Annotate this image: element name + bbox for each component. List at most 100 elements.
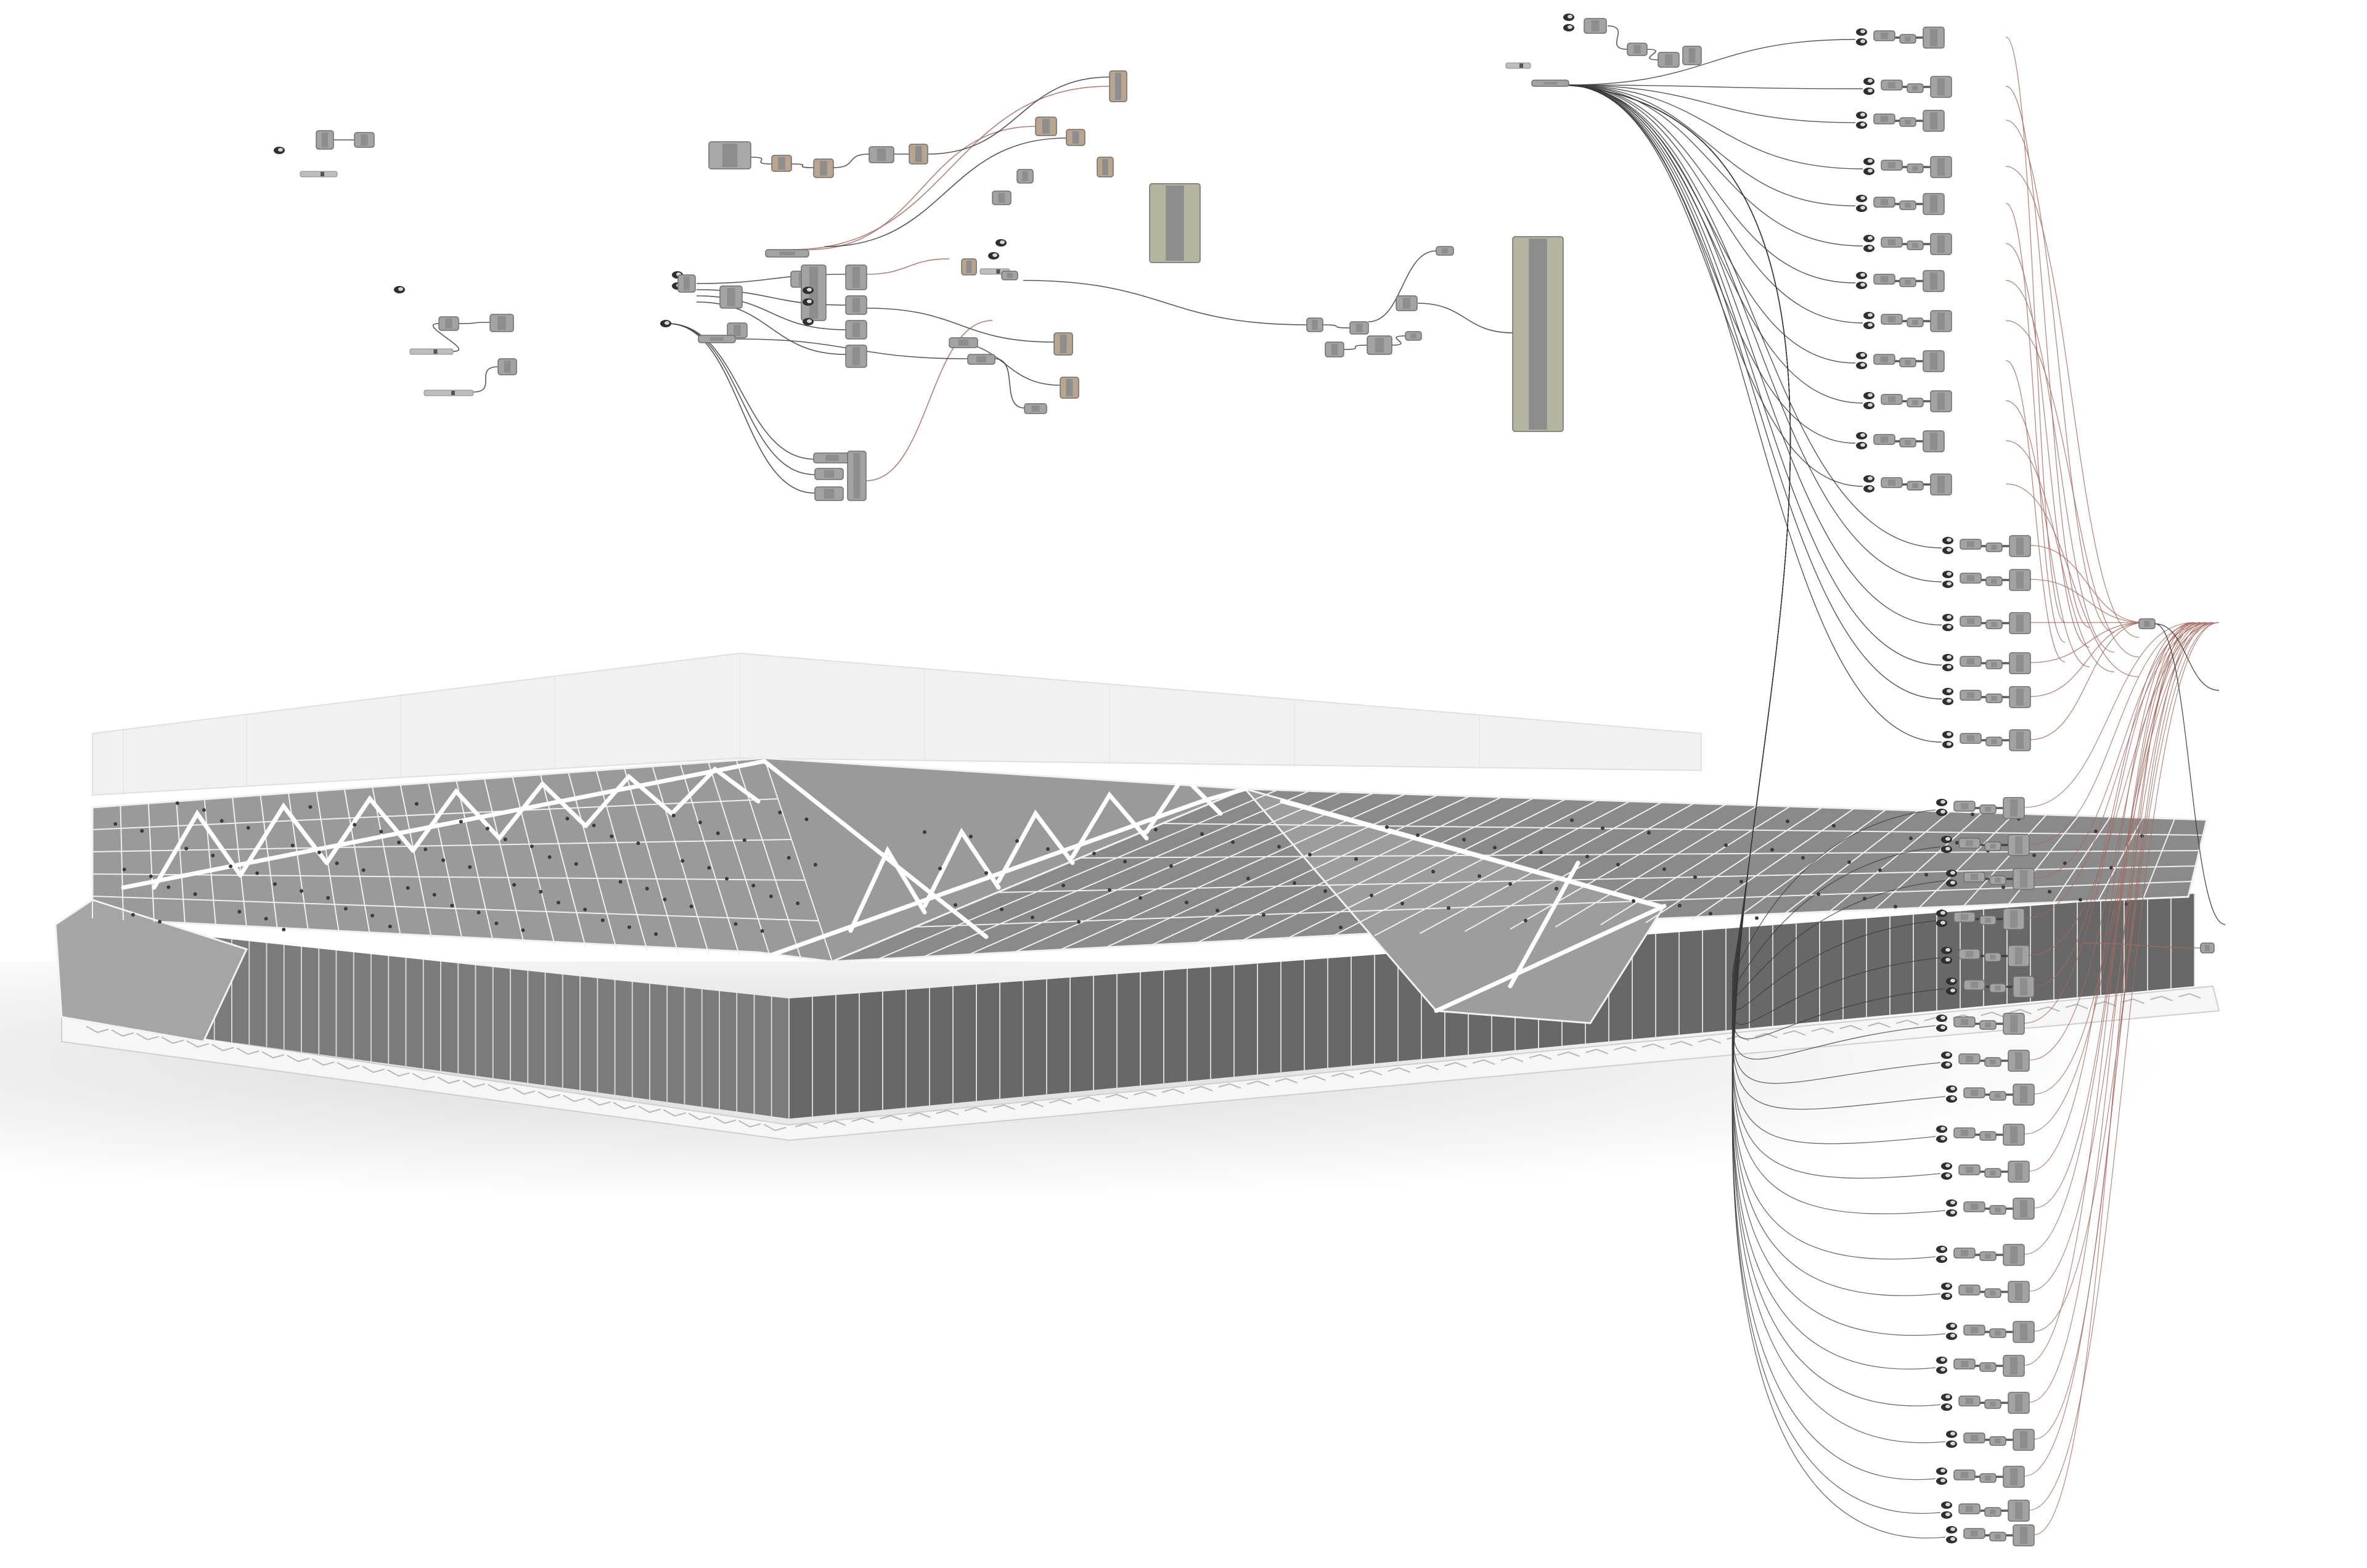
component-node[interactable]: [1984, 1399, 2001, 1409]
param-bulb[interactable]: [1942, 547, 1953, 554]
param-bulb[interactable]: [1863, 392, 1874, 399]
component-node[interactable]: [1963, 1087, 1985, 1098]
component-node[interactable]: [2013, 868, 2035, 890]
component-node[interactable]: [1963, 872, 1985, 883]
param-bulb[interactable]: [1941, 1501, 1952, 1509]
param-bulb[interactable]: [803, 318, 814, 325]
component-node[interactable]: [1881, 314, 1903, 325]
param-bulb[interactable]: [1863, 312, 1874, 319]
param-bulb[interactable]: [1946, 870, 1957, 877]
param-bulb[interactable]: [1563, 24, 1574, 31]
param-bulb[interactable]: [1942, 688, 1953, 695]
param-bulb[interactable]: [1856, 195, 1867, 202]
param-bulb[interactable]: [1863, 88, 1874, 95]
component-node[interactable]: [1963, 979, 1985, 990]
component-node[interactable]: [1989, 1436, 2006, 1446]
slider-track[interactable]: [409, 348, 454, 355]
param-bulb[interactable]: [1936, 920, 1947, 927]
component-node[interactable]: [814, 468, 844, 480]
param-bulb[interactable]: [1863, 78, 1874, 85]
param-bulb[interactable]: [1936, 910, 1947, 917]
component-node[interactable]: [2003, 1244, 2025, 1266]
param-bulb[interactable]: [1946, 1536, 1957, 1543]
param-bulb[interactable]: [1856, 28, 1867, 36]
param-bulb[interactable]: [1863, 485, 1874, 492]
component-node[interactable]: [1873, 434, 1895, 445]
component-node[interactable]: [2003, 1013, 2025, 1035]
component-node[interactable]: [1097, 157, 1114, 178]
component-node[interactable]: [1989, 1328, 2006, 1338]
slider-grip[interactable]: [451, 391, 455, 395]
component-node[interactable]: [1984, 1288, 2001, 1298]
param-bulb[interactable]: [1856, 442, 1867, 449]
component-node[interactable]: [1979, 1020, 1997, 1030]
component-node[interactable]: [1899, 357, 1916, 367]
component-node[interactable]: [1989, 1532, 2006, 1541]
component-node[interactable]: [1436, 246, 1454, 256]
component-node[interactable]: [2009, 612, 2031, 634]
component-node[interactable]: [845, 345, 867, 368]
component-node[interactable]: [1923, 350, 1945, 372]
component-node[interactable]: [1066, 129, 1085, 146]
component-node[interactable]: [1960, 539, 1982, 550]
component-node[interactable]: [1531, 80, 1569, 87]
component-node[interactable]: [1953, 1016, 1976, 1027]
param-bulb[interactable]: [1942, 741, 1953, 748]
component-node[interactable]: [1060, 377, 1079, 399]
component-node[interactable]: [1958, 1284, 1981, 1296]
component-node[interactable]: [1953, 912, 1976, 923]
slider-grip[interactable]: [433, 349, 438, 354]
param-bulb[interactable]: [1941, 1172, 1952, 1180]
component-node[interactable]: [1963, 1432, 1985, 1443]
component-node[interactable]: [1960, 616, 1982, 627]
param-bulb[interactable]: [1936, 1468, 1947, 1475]
param-bulb[interactable]: [1936, 799, 1947, 806]
component-node[interactable]: [2008, 1161, 2030, 1183]
param-bulb[interactable]: [1856, 352, 1867, 359]
component-node[interactable]: [845, 295, 867, 315]
component-node[interactable]: [2003, 1124, 2025, 1146]
component-node[interactable]: [1923, 430, 1945, 452]
component-node[interactable]: [1984, 952, 2001, 962]
param-bulb[interactable]: [1936, 1357, 1947, 1364]
component-node[interactable]: [1367, 335, 1392, 355]
param-bulb[interactable]: [1936, 1477, 1947, 1485]
component-node[interactable]: [1984, 1507, 2001, 1517]
component-node[interactable]: [1405, 331, 1422, 341]
component-node[interactable]: [2013, 1198, 2035, 1220]
component-node[interactable]: [1985, 542, 2003, 552]
component-node[interactable]: [1979, 1473, 1997, 1483]
param-bulb[interactable]: [1856, 272, 1867, 279]
component-node[interactable]: [1960, 656, 1982, 667]
param-bulb[interactable]: [1942, 654, 1953, 661]
component-node[interactable]: [1989, 1091, 2006, 1101]
component-node[interactable]: [1985, 737, 2003, 746]
component-node[interactable]: [497, 358, 517, 375]
component-node[interactable]: [1873, 30, 1895, 41]
param-bulb[interactable]: [1942, 664, 1953, 671]
component-node[interactable]: [1396, 295, 1418, 311]
component-node[interactable]: [1960, 573, 1982, 584]
component-node[interactable]: [1930, 473, 1952, 496]
param-bulb[interactable]: [1863, 475, 1874, 483]
component-node[interactable]: [2009, 569, 2031, 591]
component-node[interactable]: [967, 354, 995, 365]
param-bulb[interactable]: [1863, 158, 1874, 165]
param-bulb[interactable]: [1941, 1511, 1952, 1519]
param-bulb[interactable]: [1863, 402, 1874, 409]
param-bulb[interactable]: [1946, 987, 1957, 995]
component-node[interactable]: [1899, 438, 1916, 447]
component-node[interactable]: [1953, 1127, 1976, 1138]
component-node[interactable]: [2200, 942, 2215, 953]
component-node[interactable]: [1349, 321, 1369, 335]
param-bulb[interactable]: [1936, 809, 1947, 816]
component-node[interactable]: [1907, 240, 1924, 250]
param-bulb[interactable]: [1946, 1095, 1957, 1103]
component-node[interactable]: [1306, 317, 1323, 332]
component-node[interactable]: [1963, 1201, 1985, 1212]
param-bulb[interactable]: [660, 320, 671, 327]
number-slider[interactable]: [423, 390, 474, 396]
component-node[interactable]: [1989, 1205, 2006, 1215]
component-node[interactable]: [814, 486, 844, 501]
